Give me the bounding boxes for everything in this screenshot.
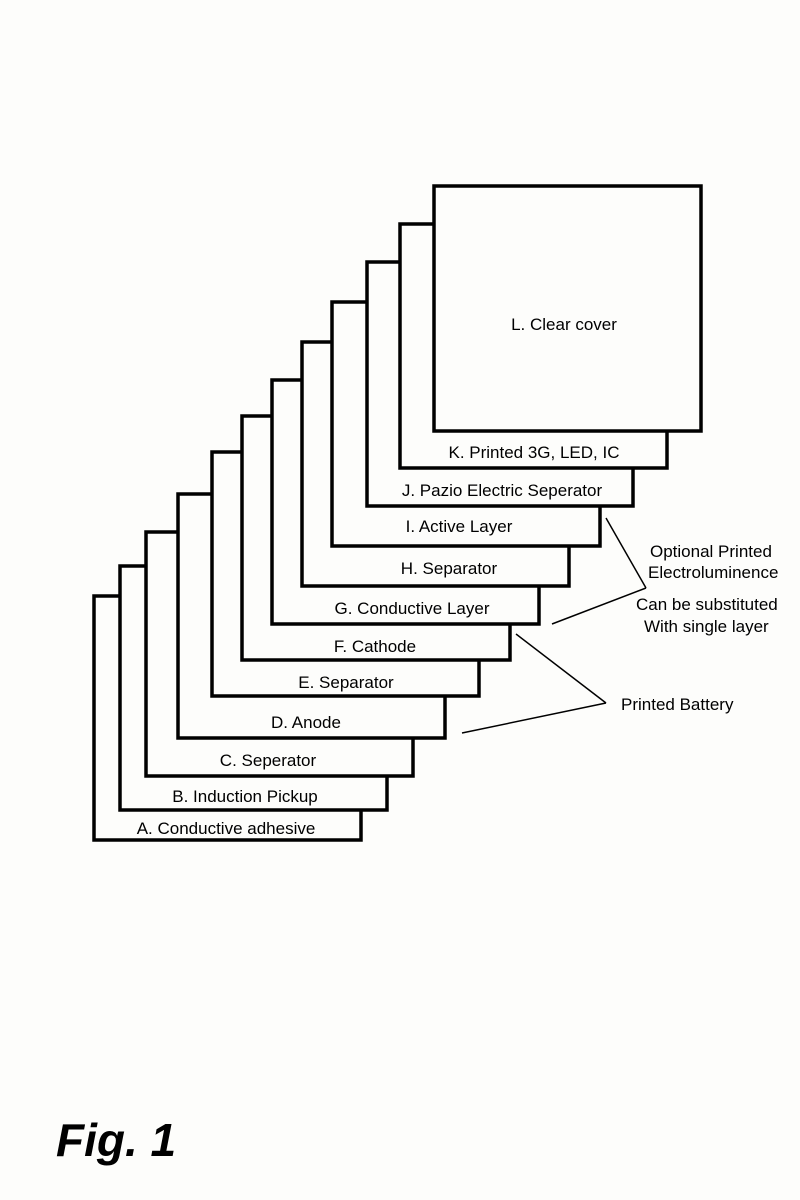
layer-c-label: C. Seperator	[220, 751, 317, 770]
electroluminence-note-line3: Can be substituted	[636, 595, 778, 614]
layer-h-outline	[300, 340, 571, 588]
electroluminence-note-line4: With single layer	[644, 617, 769, 636]
layer-e-label: E. Separator	[298, 673, 394, 692]
electroluminence-bracket-upper-line	[605, 517, 647, 589]
layer-b-outline	[118, 564, 389, 812]
layer-j-outline	[365, 260, 635, 508]
layer-k-label: K. Printed 3G, LED, IC	[448, 443, 619, 462]
layer-j-label: J. Pazio Electric Seperator	[402, 481, 603, 500]
layer-l-label: L. Clear cover	[511, 315, 617, 334]
electroluminence-note: Optional Printed Electroluminence Can be…	[636, 542, 778, 636]
layer-f-outline	[240, 414, 512, 662]
electroluminence-note-line1: Optional Printed	[650, 542, 772, 561]
figure-caption: Fig. 1	[56, 1114, 177, 1166]
electroluminence-note-line2: Electroluminence	[648, 563, 778, 582]
layer-h-label: H. Separator	[401, 559, 498, 578]
layer-l-outline	[432, 184, 703, 433]
layer-g-label: G. Conductive Layer	[335, 599, 490, 618]
layer-a-outline	[92, 594, 363, 842]
electroluminence-bracket-lower-line	[551, 587, 647, 625]
battery-bracket	[461, 633, 607, 734]
layer-d-outline	[176, 492, 447, 740]
layer-i-label: I. Active Layer	[406, 517, 513, 536]
layer-f-label: F. Cathode	[334, 637, 416, 656]
layer-e-outline	[210, 450, 481, 698]
electroluminence-bracket	[551, 517, 647, 625]
layer-a-label: A. Conductive adhesive	[137, 819, 316, 838]
layer-k-outline	[398, 222, 669, 470]
layer-outlines	[92, 184, 703, 842]
layer-b-label: B. Induction Pickup	[172, 787, 318, 806]
layer-g-outline	[270, 378, 541, 626]
layer-i-outline	[330, 300, 602, 548]
layer-c-outline	[144, 530, 415, 778]
battery-bracket-upper-line	[515, 633, 607, 704]
printed-battery-label: Printed Battery	[621, 695, 734, 714]
layer-d-label: D. Anode	[271, 713, 341, 732]
battery-bracket-lower-line	[461, 702, 607, 734]
layer-labels: L. Clear cover K. Printed 3G, LED, IC J.…	[137, 315, 620, 838]
